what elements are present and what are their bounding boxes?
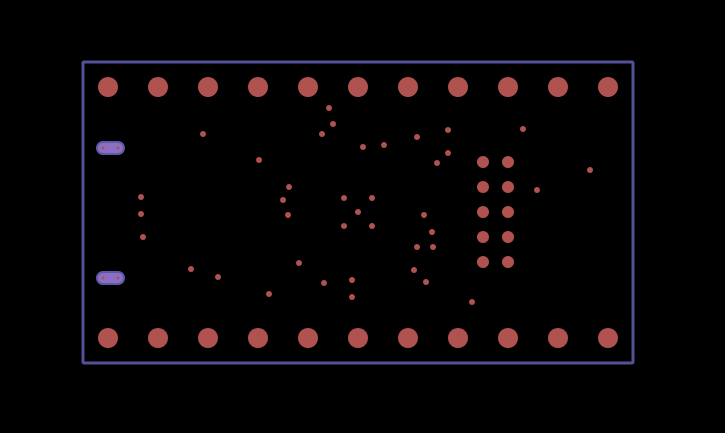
via [414,244,420,250]
grid-pad [477,156,489,168]
header-pad [598,77,618,97]
header-pad [98,328,118,348]
via [296,260,302,266]
oval-pad-body [96,141,125,155]
grid-pad [502,181,514,193]
header-pads [98,77,618,348]
via [349,294,355,300]
via [319,131,325,137]
via [520,126,526,132]
via [326,105,332,111]
header-pad [448,328,468,348]
via [411,267,417,273]
oval-pad-marker [101,146,105,150]
oval-pad-marker [101,276,105,280]
header-pad [548,328,568,348]
header-pad [348,77,368,97]
via [414,134,420,140]
header-pad [498,328,518,348]
header-pad [598,328,618,348]
header-pad [298,77,318,97]
header-pad [448,77,468,97]
via [369,195,375,201]
via [429,229,435,235]
via [285,212,291,218]
via [330,121,336,127]
via [188,266,194,272]
header-pad [248,77,268,97]
header-pad [348,328,368,348]
via [138,211,144,217]
via [138,194,144,200]
header-pad [298,328,318,348]
via [341,195,347,201]
header-pad [98,77,118,97]
header-pad [498,77,518,97]
via [423,279,429,285]
header-pad [548,77,568,97]
grid-pad [477,231,489,243]
oval-pad [96,271,125,285]
via [140,234,146,240]
header-pad [398,77,418,97]
via [421,212,427,218]
header-pad [398,328,418,348]
via [445,150,451,156]
grid-pad [502,256,514,268]
via [534,187,540,193]
via [349,277,355,283]
header-pad [148,328,168,348]
via [355,209,361,215]
via [321,280,327,286]
via [280,197,286,203]
via [469,299,475,305]
via [445,127,451,133]
pin-grid-pads [477,156,514,268]
via [266,291,272,297]
grid-pad [477,256,489,268]
header-pad [198,328,218,348]
grid-pad [477,181,489,193]
via [256,157,262,163]
grid-pad [502,156,514,168]
via [430,244,436,250]
via [286,184,292,190]
via [215,274,221,280]
grid-pad [502,206,514,218]
via [587,167,593,173]
board-outline [81,60,635,365]
via [360,144,366,150]
grid-pad [502,231,514,243]
via [369,223,375,229]
oval-pad-marker [116,146,120,150]
header-pad [198,77,218,97]
via [200,131,206,137]
via [434,160,440,166]
header-pad [248,328,268,348]
via [341,223,347,229]
via [381,142,387,148]
grid-pad [477,206,489,218]
oval-pads [96,141,125,285]
header-pad [148,77,168,97]
oval-pad-body [96,271,125,285]
vias [138,105,593,305]
oval-pad [96,141,125,155]
oval-pad-marker [116,276,120,280]
